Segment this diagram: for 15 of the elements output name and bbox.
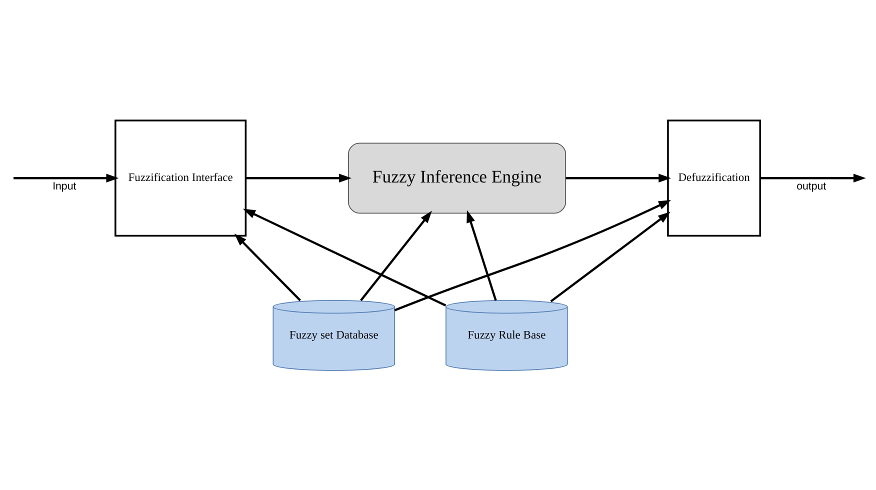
arrow xyxy=(550,211,670,302)
arrow xyxy=(360,210,432,301)
arrow xyxy=(394,199,671,311)
node-box: Fuzzification Interface xyxy=(114,119,247,236)
arrow xyxy=(466,210,497,300)
node-box: Defuzzification xyxy=(667,119,762,236)
edge-label: Input xyxy=(52,180,76,192)
arrow xyxy=(234,233,301,301)
arrow xyxy=(242,208,446,306)
arrow xyxy=(566,173,672,182)
arrow xyxy=(760,173,866,182)
node-box: Fuzzy Inference Engine xyxy=(348,142,566,214)
edge-label: output xyxy=(796,180,826,192)
arrow xyxy=(14,173,119,182)
arrow xyxy=(246,173,352,182)
